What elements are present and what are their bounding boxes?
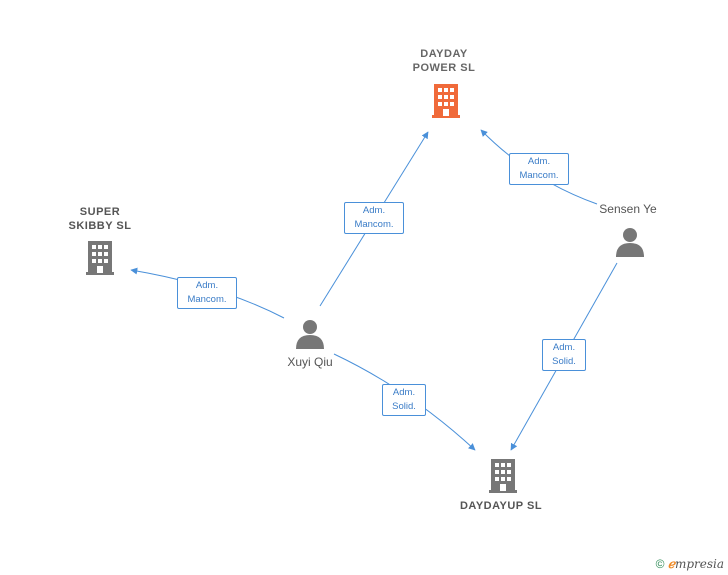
edge-label-line: Mancom.: [354, 219, 394, 230]
brand-logo-text: mpresia: [674, 557, 724, 571]
brand-logo: ℯmpresia: [668, 557, 724, 571]
edge-label-line: Adm.: [392, 387, 416, 398]
footer-brand[interactable]: © ℯmpresia: [656, 557, 724, 571]
person-icon[interactable]: [296, 320, 324, 349]
edge-label-xuyi-to-dayday: Adm. Mancom.: [344, 202, 404, 234]
edge-label-line: Solid.: [392, 401, 416, 412]
copyright-icon: ©: [655, 557, 665, 571]
edge-label-line: Adm.: [552, 342, 576, 353]
edge-label-sensen-to-daydayup: Adm. Solid.: [542, 339, 586, 371]
company-label-dayday-power[interactable]: DAYDAY POWER SL: [412, 48, 476, 74]
edge-label-line: Solid.: [552, 356, 576, 367]
person-icon[interactable]: [616, 228, 644, 257]
person-label-xuyi-qiu[interactable]: Xuyi Qiu: [287, 355, 333, 369]
edge-label-line: Mancom.: [187, 294, 227, 305]
edge-label-sensen-to-dayday: Adm. Mancom.: [509, 153, 569, 185]
building-icon[interactable]: [86, 241, 114, 275]
company-label-super-skibby[interactable]: SUPER SKIBBY SL: [68, 206, 132, 232]
building-icon[interactable]: [432, 84, 460, 118]
brand-logo-e: ℯ: [667, 557, 675, 571]
company-label-daydayup[interactable]: DAYDAYUP SL: [459, 500, 543, 512]
edge-label-line: Adm.: [362, 205, 386, 216]
edge-label-xuyi-to-super: Adm. Mancom.: [177, 277, 237, 309]
person-label-sensen-ye[interactable]: Sensen Ye: [599, 202, 657, 216]
edge-label-line: Adm.: [195, 280, 219, 291]
edge-label-xuyi-to-daydayup: Adm. Solid.: [382, 384, 426, 416]
edge-label-line: Mancom.: [519, 170, 559, 181]
building-icon[interactable]: [489, 459, 517, 493]
edge-label-line: Adm.: [527, 156, 551, 167]
